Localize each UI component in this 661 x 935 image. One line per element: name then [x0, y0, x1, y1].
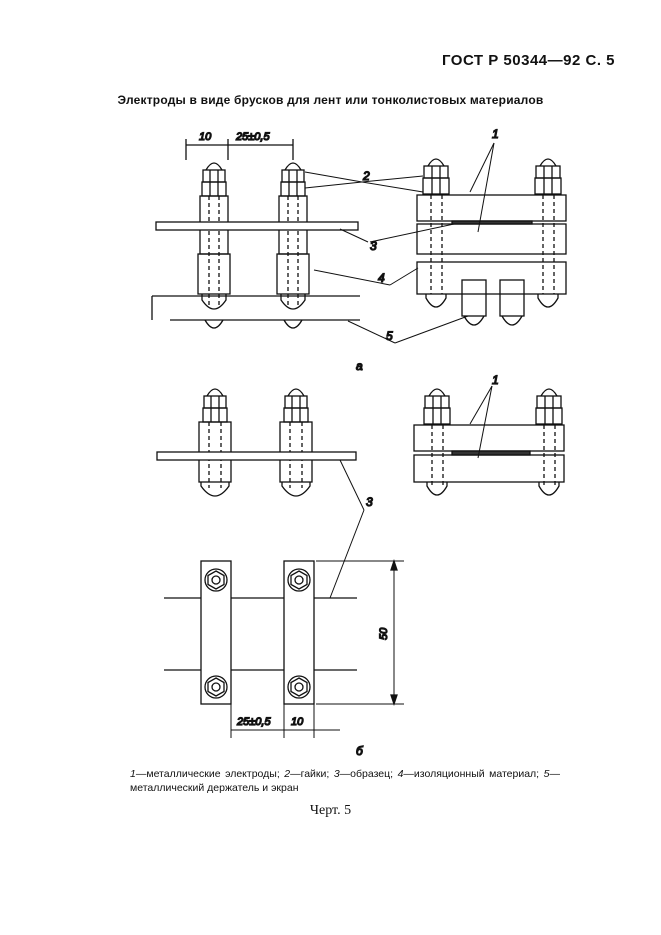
caption-num-4: 4 — [397, 768, 404, 780]
electrode-right-2 — [534, 158, 562, 308]
callout-3: 3 — [370, 239, 377, 253]
dim-width-label: 10 — [199, 131, 212, 143]
figure-name: Черт. 5 — [309, 803, 352, 818]
callout-4: 4 — [378, 271, 385, 285]
callout-1b: 1 — [492, 373, 499, 387]
dim-gap-label: 25±0,5 — [235, 131, 270, 143]
callouts-a — [304, 142, 495, 344]
dim-width-bottom-label: 10 — [291, 716, 304, 728]
figure-a-left — [151, 139, 360, 329]
electrode-right-1 — [422, 158, 450, 308]
caption-num-2: 2 — [284, 768, 291, 780]
callout-2: 2 — [362, 169, 370, 183]
caption-text-2: —гайки; — [290, 768, 334, 780]
caption-num-5: 5 — [543, 768, 550, 780]
dim-gap-bottom-label: 25±0,5 — [236, 716, 271, 728]
caption-text-3: —образец; — [339, 768, 398, 780]
document-header: ГОСТ Р 50344—92 С. 5 — [441, 52, 615, 69]
electrode-b-1 — [198, 388, 232, 497]
figure-b-left — [156, 388, 357, 497]
caption-num-1: 1 — [130, 768, 136, 780]
electrode-b-2 — [279, 388, 313, 497]
callouts-b — [329, 385, 493, 599]
electrode-left-2 — [276, 162, 310, 329]
sublabel-b: б — [356, 744, 364, 758]
caption-text-4: —изоляционный материал; — [403, 768, 544, 780]
figure-subtitle: Электроды в виде брусков для лент или то… — [117, 93, 544, 107]
figure-b-right — [413, 388, 565, 496]
callout-3b: 3 — [366, 495, 373, 509]
callout-5: 5 — [386, 329, 393, 343]
sublabel-a: а — [356, 359, 363, 373]
figure-caption: 1—металлические электроды; 2—гайки; 3—об… — [130, 767, 560, 795]
dim-height-label: 50 — [378, 627, 390, 640]
figure-a-right — [416, 158, 567, 326]
electrode-left-1 — [197, 162, 231, 329]
figure-b-plan — [164, 558, 404, 738]
caption-text-5: —металлический держатель и экран — [130, 768, 560, 794]
caption-text-1: —металлические электроды; — [135, 768, 285, 780]
caption-num-3: 3 — [333, 768, 340, 780]
callout-1: 1 — [492, 127, 499, 141]
